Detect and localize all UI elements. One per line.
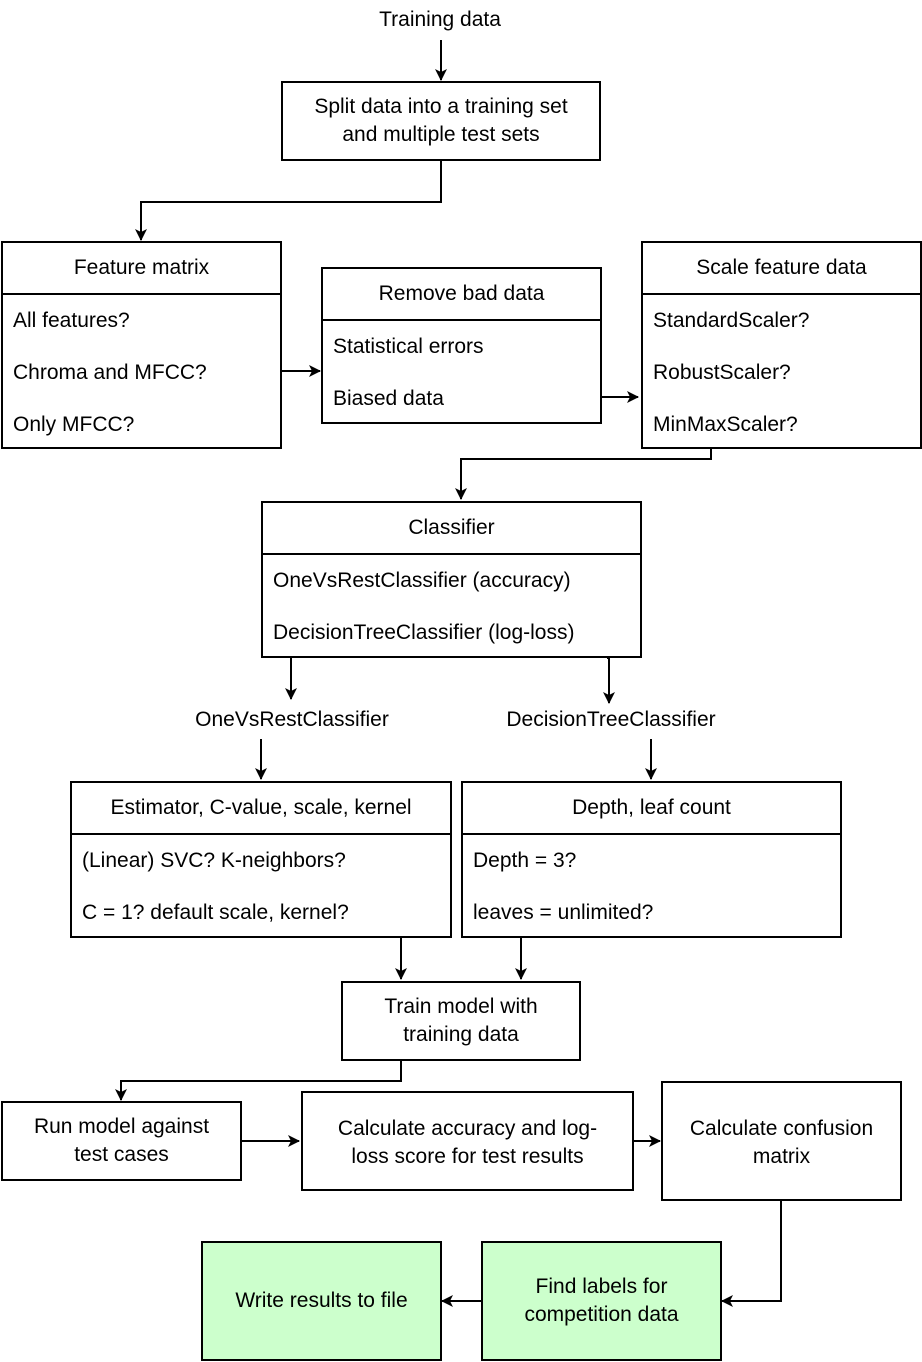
depth-option: leaves = unlimited? bbox=[473, 901, 654, 924]
run-line-2: test cases bbox=[74, 1143, 169, 1166]
depth-leaf-title: Depth, leaf count bbox=[463, 783, 840, 835]
accuracy-line-2: loss score for test results bbox=[351, 1145, 584, 1168]
find-labels-box: Find labels for competition data bbox=[481, 1241, 722, 1361]
remove-bad-data-title: Remove bad data bbox=[323, 269, 600, 321]
classifier-option: OneVsRestClassifier (accuracy) bbox=[273, 569, 571, 592]
remove-bad-data-box: Remove bad data Statistical errors Biase… bbox=[321, 267, 602, 424]
feature-option: Only MFCC? bbox=[13, 413, 135, 436]
scaler-option: RobustScaler? bbox=[653, 361, 791, 384]
run-line-1: Run model against bbox=[33, 1115, 210, 1138]
onevsrest-label: OneVsRestClassifier bbox=[195, 708, 389, 731]
scale-feature-data-title: Scale feature data bbox=[643, 243, 920, 295]
depth-option: Depth = 3? bbox=[473, 849, 577, 872]
scaler-option: StandardScaler? bbox=[653, 309, 810, 332]
find-line-2: competition data bbox=[524, 1303, 679, 1326]
arrow-confusion-to-find bbox=[721, 1200, 782, 1307]
arrow-scale-to-classifier bbox=[455, 449, 712, 500]
train-line-1: Train model with bbox=[384, 995, 538, 1018]
run-model-box: Run model against test cases bbox=[1, 1101, 242, 1181]
training-data-label: Training data bbox=[379, 8, 501, 31]
calculate-confusion-box: Calculate confusion matrix bbox=[661, 1081, 902, 1201]
split-line-1: Split data into a training set bbox=[314, 95, 568, 118]
remove-bad-data-item: Biased data bbox=[333, 387, 444, 410]
feature-option: All features? bbox=[13, 309, 130, 332]
feature-matrix-box: Feature matrix All features? Chroma and … bbox=[1, 241, 282, 449]
remove-bad-data-item: Statistical errors bbox=[333, 335, 484, 358]
classifier-box: Classifier OneVsRestClassifier (accuracy… bbox=[261, 501, 642, 658]
estimator-option: (Linear) SVC? K-neighbors? bbox=[82, 849, 346, 872]
train-line-2: training data bbox=[403, 1023, 519, 1046]
split-data-box: Split data into a training set and multi… bbox=[281, 81, 601, 161]
decisiontree-label: DecisionTreeClassifier bbox=[506, 708, 716, 731]
write-results-text: Write results to file bbox=[235, 1289, 408, 1312]
arrow-split-to-feature bbox=[135, 160, 442, 241]
find-line-1: Find labels for bbox=[535, 1275, 668, 1298]
scale-feature-data-box: Scale feature data StandardScaler? Robus… bbox=[641, 241, 922, 449]
train-model-box: Train model with training data bbox=[341, 981, 581, 1061]
arrow-classifier-to-decisiontree bbox=[603, 657, 615, 704]
estimator-box: Estimator, C-value, scale, kernel (Linea… bbox=[70, 781, 452, 938]
depth-leaf-box: Depth, leaf count Depth = 3? leaves = un… bbox=[461, 781, 842, 938]
accuracy-line-1: Calculate accuracy and log- bbox=[337, 1117, 598, 1140]
estimator-option: C = 1? default scale, kernel? bbox=[82, 901, 349, 924]
classifier-option: DecisionTreeClassifier (log-loss) bbox=[273, 621, 575, 644]
write-results-box: Write results to file bbox=[201, 1241, 442, 1361]
classifier-title: Classifier bbox=[263, 503, 640, 555]
confusion-line-1: Calculate confusion bbox=[689, 1117, 874, 1140]
scaler-option: MinMaxScaler? bbox=[653, 413, 798, 436]
calculate-accuracy-box: Calculate accuracy and log- loss score f… bbox=[301, 1091, 634, 1191]
feature-option: Chroma and MFCC? bbox=[13, 361, 207, 384]
split-line-2: and multiple test sets bbox=[342, 123, 540, 146]
feature-matrix-title: Feature matrix bbox=[3, 243, 280, 295]
estimator-title: Estimator, C-value, scale, kernel bbox=[72, 783, 450, 835]
confusion-line-2: matrix bbox=[752, 1145, 811, 1168]
